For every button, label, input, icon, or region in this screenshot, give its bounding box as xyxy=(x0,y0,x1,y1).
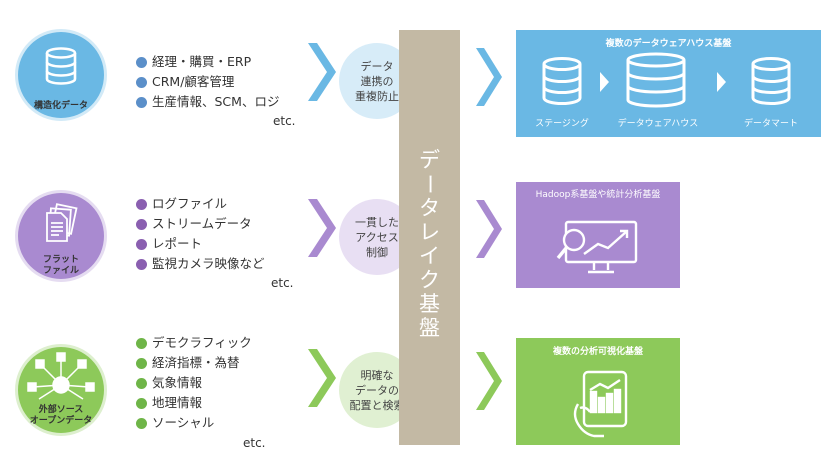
list-item: 気象情報 xyxy=(136,373,252,393)
database-icon xyxy=(751,57,791,105)
hadoop-panel: Hadoop系基盤や統計分析基盤 xyxy=(516,182,680,288)
source-structured-label: 構造化データ xyxy=(33,101,88,111)
chevron-right-icon xyxy=(600,72,609,92)
structured-etc: etc. xyxy=(273,114,296,128)
caption-datamart: データマート xyxy=(743,119,798,129)
document-icon xyxy=(46,203,78,242)
list-item: レポート xyxy=(136,234,265,254)
list-item: 経済指標・為替 xyxy=(136,353,252,373)
data-lake-label: デ ー タ レ イ ク 基 盤 xyxy=(417,148,442,340)
visual-title: 複数の分析可視化基盤 xyxy=(552,347,643,357)
hadoop-title: Hadoop系基盤や統計分析基盤 xyxy=(535,190,661,200)
chevron-right-icon xyxy=(476,352,502,410)
source-flatfile-circle: フラット ファイル xyxy=(15,190,107,282)
source-external-label: 外部ソース オープンデータ xyxy=(29,405,93,426)
structured-list: 経理・購買・ERP CRM/顧客管理 生産情報、SCM、ロジ xyxy=(136,52,279,112)
warehouse-title: 複数のデータウェアハウス基盤 xyxy=(605,39,732,49)
tablet-chart-icon xyxy=(573,370,628,438)
visual-panel: 複数の分析可視化基盤 xyxy=(516,338,680,445)
chevron-right-icon xyxy=(476,200,502,258)
external-etc: etc. xyxy=(243,436,266,450)
list-item: ログファイル xyxy=(136,194,265,214)
list-item: ソーシャル xyxy=(136,413,252,433)
caption-warehouse: データウェアハウス xyxy=(617,119,699,129)
external-list: デモクラフィック 経済指標・為替 気象情報 地理情報 ソーシャル xyxy=(136,333,252,433)
magnifier-chart-icon xyxy=(556,220,638,274)
chevron-right-icon xyxy=(308,349,336,407)
chevron-right-icon xyxy=(717,72,726,92)
list-item: 生産情報、SCM、ロジ xyxy=(136,92,279,112)
chevron-right-icon xyxy=(308,43,336,101)
list-item: デモクラフィック xyxy=(136,333,252,353)
caption-staging: ステージング xyxy=(535,119,589,129)
database-icon xyxy=(626,52,686,108)
chevron-right-icon xyxy=(476,48,502,106)
data-lake-bar: デ ー タ レ イ ク 基 盤 xyxy=(399,30,460,445)
chevron-right-icon xyxy=(308,199,336,257)
source-flatfile-label: フラット ファイル xyxy=(42,255,79,276)
network-icon xyxy=(27,352,95,400)
list-item: 経理・購買・ERP xyxy=(136,52,279,72)
flatfile-list: ログファイル ストリームデータ レポート 監視カメラ映像など xyxy=(136,194,265,274)
list-item: 地理情報 xyxy=(136,393,252,413)
flatfile-etc: etc. xyxy=(271,276,294,290)
list-item: CRM/顧客管理 xyxy=(136,72,279,92)
database-icon xyxy=(542,57,582,105)
warehouse-panel: 複数のデータウェアハウス基盤 ステージング データウェアハウス データマート xyxy=(516,30,821,137)
source-external-circle: 外部ソース オープンデータ xyxy=(15,344,107,436)
source-structured-circle: 構造化データ xyxy=(15,29,107,121)
database-icon xyxy=(45,47,77,85)
list-item: ストリームデータ xyxy=(136,214,265,234)
list-item: 監視カメラ映像など xyxy=(136,254,265,274)
